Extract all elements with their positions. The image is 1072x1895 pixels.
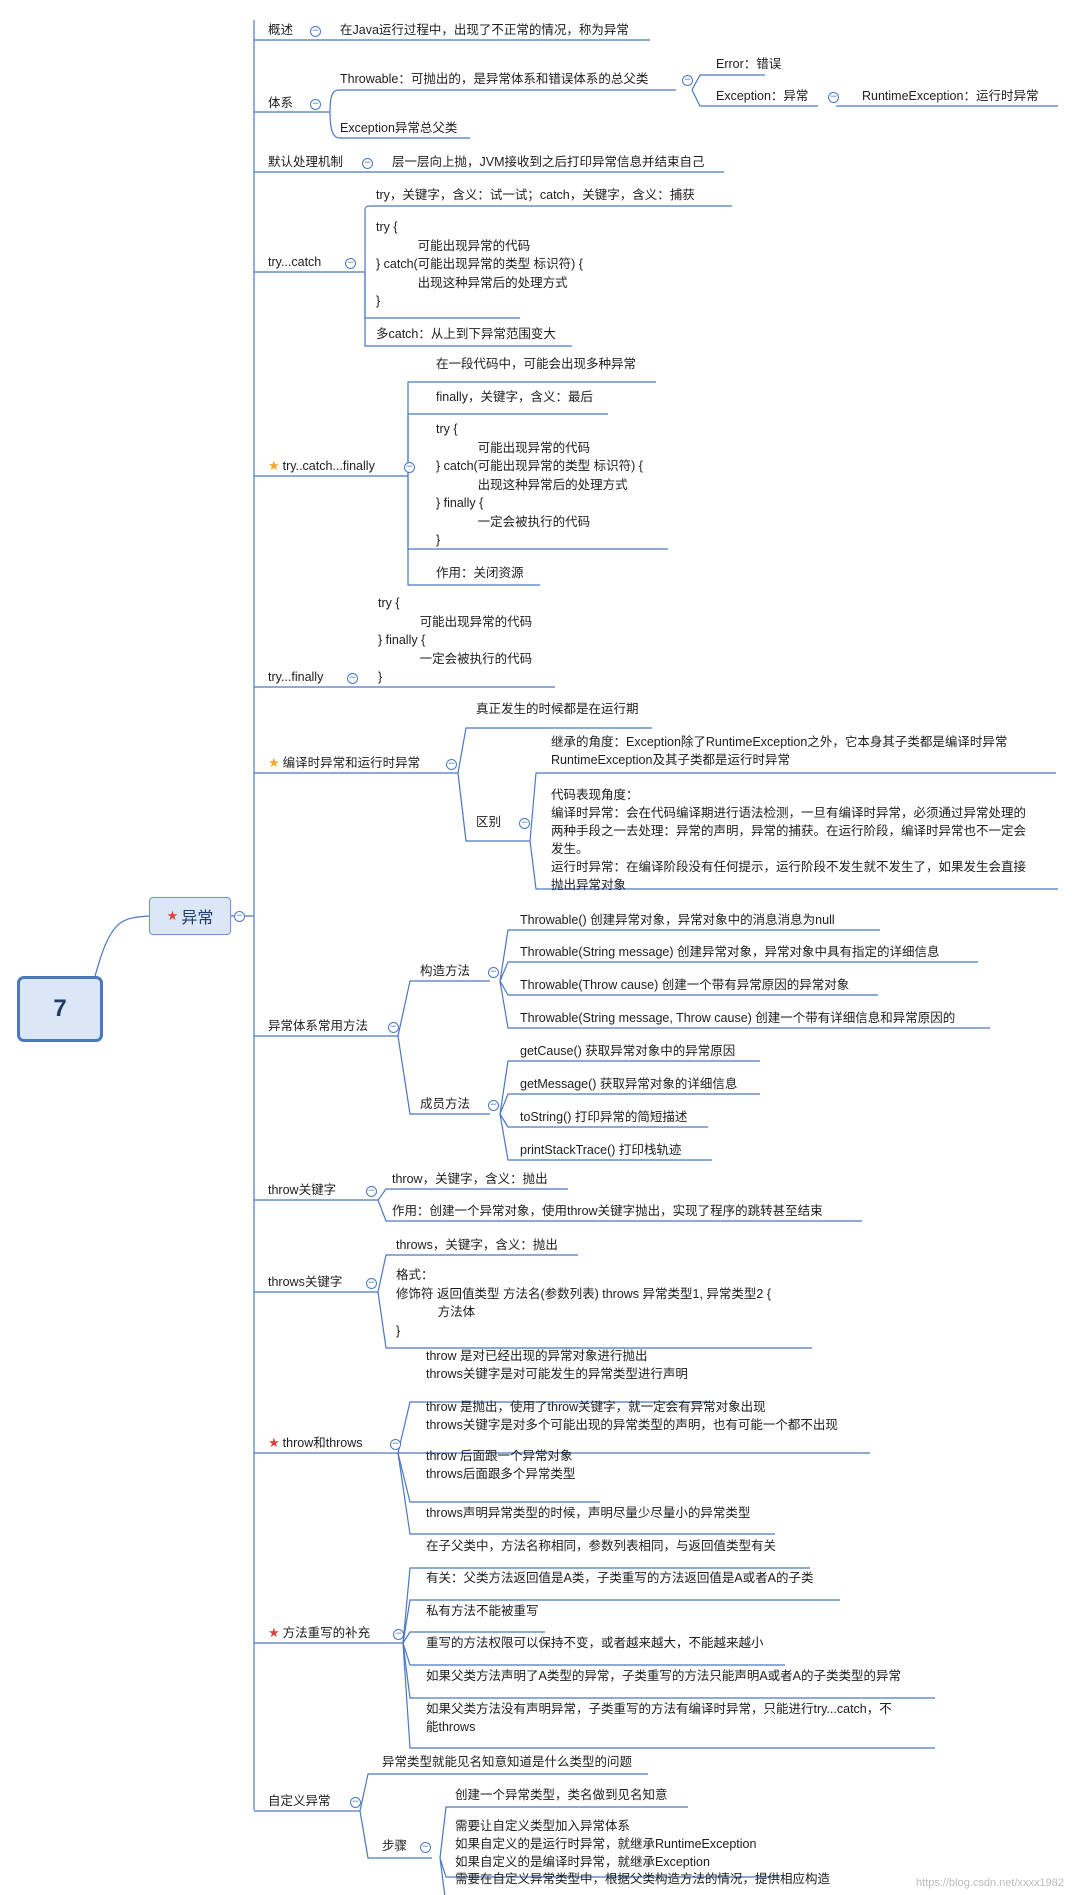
branch-label: try..catch...finally (282, 459, 375, 473)
collapse-toggle-icon[interactable] (488, 1100, 499, 1111)
branch-try-catch-finally[interactable]: ★try..catch...finally (268, 457, 375, 475)
member-item: getMessage() 获取异常对象的详细信息 (520, 1077, 738, 1091)
branch-system[interactable]: 体系 (268, 96, 294, 110)
collapse-toggle-icon[interactable] (390, 1439, 401, 1450)
watermark: https://blog.csdn.net/xxxx1982 (916, 1877, 1064, 1889)
collapse-toggle-icon[interactable] (310, 26, 321, 37)
gold-star-icon: ★ (268, 458, 280, 473)
ctor-item: Throwable(String message, Throw cause) 创… (520, 1011, 956, 1025)
difference-label[interactable]: 区别 (476, 815, 502, 829)
collapse-toggle-icon[interactable] (362, 158, 373, 169)
throws-meaning: throws，关键字，含义：抛出 (396, 1238, 558, 1252)
system-runtime-exception: RuntimeException：运行时异常 (862, 89, 1039, 103)
branch-label: throw和throws (282, 1436, 363, 1450)
try-catch-keywords: try，关键字，含义：试一试；catch，关键字，含义：捕获 (376, 188, 695, 202)
ctor-item: Throwable() 创建异常对象，异常对象中的消息消息为null (520, 913, 835, 927)
override-item: 在子父类中，方法名称相同，参数列表相同，与返回值类型有关 (426, 1539, 777, 1553)
branch-try-catch[interactable]: try...catch (268, 255, 322, 269)
center-label: 异常 (181, 910, 214, 927)
ctor-item: Throwable(Throw cause) 创建一个带有异常原因的异常对象 (520, 978, 850, 992)
system-exception-parent: Exception异常总父类 (340, 121, 458, 135)
branch-override[interactable]: ★方法重写的补充 (268, 1624, 370, 1642)
collapse-toggle-icon[interactable] (388, 1022, 399, 1033)
member-item: printStackTrace() 打印栈轨迹 (520, 1143, 682, 1157)
override-item: 如果父类方法没有声明异常，子类重写的方法有编译时异常，只能进行try...cat… (426, 1702, 892, 1734)
branch-label: 编译时异常和运行时异常 (282, 756, 421, 770)
collapse-toggle-icon[interactable] (828, 92, 839, 103)
override-item: 如果父类方法声明了A类型的异常，子类重写的方法只能声明A或者A的子类类型的异常 (426, 1669, 902, 1683)
override-item: 有关：父类方法返回值是A类，子类重写的方法返回值是A或者A的子类 (426, 1571, 814, 1585)
branch-default-handling[interactable]: 默认处理机制 (268, 155, 344, 169)
system-error: Error：错误 (716, 57, 782, 71)
custom-step: 创建一个异常类型，类名做到见名知意 (455, 1788, 668, 1802)
collapse-toggle-icon[interactable] (393, 1629, 404, 1640)
compile-runtime-fact: 真正发生的时候都是在运行期 (476, 702, 639, 716)
try-catch-multi: 多catch：从上到下异常范围变大 (376, 327, 556, 341)
branch-throw-keyword[interactable]: throw关键字 (268, 1183, 337, 1197)
branch-try-finally[interactable]: try...finally (268, 670, 324, 684)
collapse-toggle-icon[interactable] (488, 967, 499, 978)
default-handling-text: 层一层向上抛，JVM接收到之后打印异常信息并结束自己 (392, 155, 705, 169)
red-star-icon: ★ (166, 908, 179, 923)
branch-throws-keyword[interactable]: throws关键字 (268, 1275, 343, 1289)
collapse-toggle-icon[interactable] (519, 818, 530, 829)
difference-inheritance: 继承的角度：Exception除了RuntimeException之外，它本身其… (551, 735, 1008, 767)
system-exception: Exception：异常 (716, 89, 809, 103)
member-item: toString() 打印异常的简短描述 (520, 1110, 688, 1124)
gold-star-icon: ★ (268, 755, 280, 770)
throw-throws-item: throw 后面跟一个异常对象 throws后面跟多个异常类型 (426, 1449, 576, 1481)
try-finally-code: try { 可能出现异常的代码 } finally { 一定会被执行的代码 } (378, 596, 533, 684)
difference-code-behavior: 代码表现角度： 编译时异常：会在代码编译期进行语法检测，一旦有编译时异常，必须通… (551, 788, 1027, 892)
throw-meaning: throw，关键字，含义：抛出 (392, 1172, 548, 1186)
custom-purpose: 异常类型就能见名知意知道是什么类型的问题 (382, 1755, 633, 1769)
tcf-code: try { 可能出现异常的代码 } catch(可能出现异常的类型 标识符) {… (436, 422, 643, 547)
branch-custom-exception[interactable]: 自定义异常 (268, 1794, 331, 1808)
branch-compile-runtime[interactable]: ★编译时异常和运行时异常 (268, 754, 420, 772)
system-throwable: Throwable：可抛出的，是异常体系和错误体系的总父类 (340, 72, 649, 86)
member-item: getCause() 获取异常对象中的异常原因 (520, 1044, 736, 1058)
try-catch-code: try { 可能出现异常的代码 } catch(可能出现异常的类型 标识符) {… (376, 220, 583, 308)
members-label[interactable]: 成员方法 (420, 1097, 471, 1111)
red-star-icon: ★ (268, 1435, 280, 1450)
ctor-item: Throwable(String message) 创建异常对象，异常对象中具有… (520, 945, 940, 959)
custom-step: 需要在自定义异常类型中，根据父类构造方法的情况，提供相应构造 (455, 1872, 831, 1886)
collapse-toggle-icon[interactable] (446, 759, 457, 770)
steps-label[interactable]: 步骤 (382, 1839, 408, 1853)
throws-format: 格式： 修饰符 返回值类型 方法名(参数列表) throws 异常类型1, 异常… (396, 1268, 772, 1338)
throw-throws-item: throw 是对已经出现的异常对象进行抛出 throws关键字是对可能发生的异常… (426, 1349, 688, 1381)
collapse-toggle-icon[interactable] (404, 462, 415, 473)
collapse-toggle-icon[interactable] (350, 1797, 361, 1808)
collapse-toggle-icon[interactable] (366, 1278, 377, 1289)
branch-label: 方法重写的补充 (282, 1626, 371, 1640)
throw-throws-item: throws声明异常类型的时候，声明尽量少尽量小的异常类型 (426, 1506, 751, 1520)
constructors-label[interactable]: 构造方法 (420, 964, 471, 978)
override-item: 重写的方法权限可以保持不变，或者越来越大，不能越来越小 (426, 1636, 764, 1650)
root-label: 7 (53, 995, 67, 1022)
collapse-toggle-icon[interactable] (234, 911, 245, 922)
collapse-toggle-icon[interactable] (420, 1842, 431, 1853)
tcf-finally-keyword: finally，关键字，含义：最后 (436, 390, 593, 404)
tcf-purpose: 作用：关闭资源 (436, 566, 524, 580)
branch-common-methods[interactable]: 异常体系常用方法 (268, 1019, 369, 1033)
tcf-multiple: 在一段代码中，可能会出现多种异常 (436, 357, 637, 371)
collapse-toggle-icon[interactable] (310, 99, 321, 110)
collapse-toggle-icon[interactable] (347, 673, 358, 684)
custom-step: 需要让自定义类型加入异常体系 如果自定义的是运行时异常，就继承RuntimeEx… (455, 1819, 757, 1869)
branch-overview[interactable]: 概述 (268, 23, 294, 37)
red-star-icon: ★ (268, 1625, 280, 1640)
throw-throws-item: throw 是抛出，使用了throw关键字，就一定会有异常对象出现 throws… (426, 1400, 838, 1432)
collapse-toggle-icon[interactable] (366, 1186, 377, 1197)
throw-purpose: 作用：创建一个异常对象，使用throw关键字抛出，实现了程序的跳转甚至结束 (392, 1204, 823, 1218)
collapse-toggle-icon[interactable] (345, 258, 356, 269)
override-item: 私有方法不能被重写 (426, 1604, 539, 1618)
root-node[interactable]: 7 (17, 976, 103, 1042)
branch-throw-and-throws[interactable]: ★throw和throws (268, 1434, 363, 1452)
center-node-exception[interactable]: ★ 异常 (149, 897, 231, 935)
collapse-toggle-icon[interactable] (682, 75, 693, 86)
overview-text: 在Java运行过程中，出现了不正常的情况，称为异常 (340, 23, 629, 37)
